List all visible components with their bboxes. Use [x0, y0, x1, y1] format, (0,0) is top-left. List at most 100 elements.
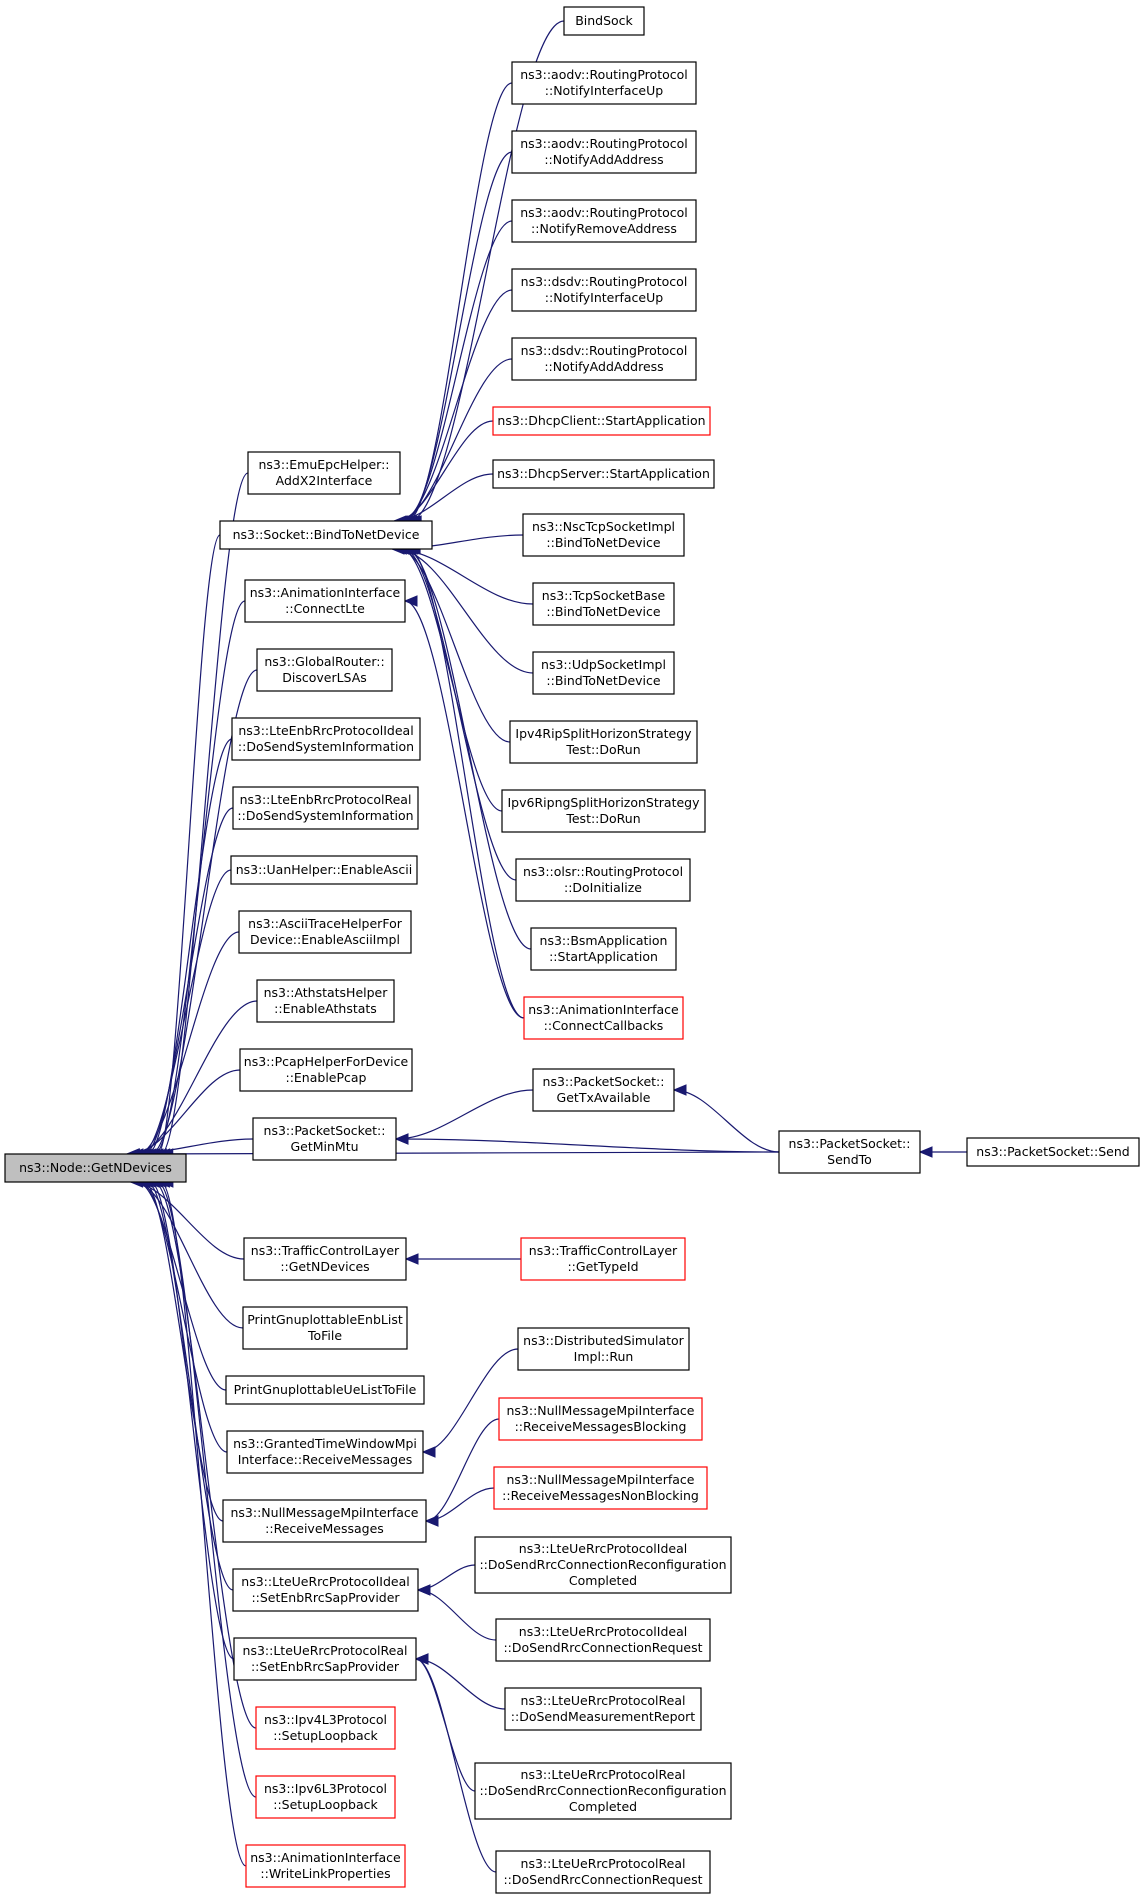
- node-ue_real_req[interactable]: ns3::LteUeRrcProtocolReal::DoSendRrcConn…: [495, 1850, 711, 1894]
- node-box[interactable]: [511, 61, 697, 105]
- node-bsm[interactable]: ns3::BsmApplication::StartApplication: [530, 927, 677, 971]
- node-anim_wlp[interactable]: ns3::AnimationInterface::WriteLinkProper…: [245, 1844, 406, 1888]
- node-bindsock[interactable]: BindSock: [563, 6, 645, 36]
- node-box[interactable]: [232, 1568, 419, 1612]
- node-box[interactable]: [515, 858, 691, 902]
- node-box[interactable]: [509, 720, 698, 764]
- node-box[interactable]: [511, 130, 697, 174]
- node-box[interactable]: [511, 337, 697, 381]
- node-grouter[interactable]: ns3::GlobalRouter::DiscoverLSAs: [256, 648, 393, 692]
- node-box[interactable]: [242, 1306, 408, 1350]
- node-box[interactable]: [492, 459, 715, 489]
- node-enb_ideal[interactable]: ns3::LteEnbRrcProtocolIdeal::DoSendSyste…: [231, 717, 421, 761]
- node-box[interactable]: [226, 1430, 424, 1474]
- node-box[interactable]: [230, 855, 418, 885]
- node-sock[interactable]: ns3::Socket::BindToNetDevice: [219, 520, 433, 550]
- node-box[interactable]: [256, 979, 395, 1023]
- node-box[interactable]: [247, 451, 401, 495]
- node-aodv_rem[interactable]: ns3::aodv::RoutingProtocol::NotifyRemove…: [511, 199, 697, 243]
- node-box[interactable]: [498, 1397, 703, 1441]
- node-ue_real_meas[interactable]: ns3::LteUeRrcProtocolReal::DoSendMeasure…: [504, 1687, 702, 1731]
- node-box[interactable]: [501, 789, 706, 833]
- node-box[interactable]: [495, 1850, 711, 1894]
- node-box[interactable]: [532, 651, 675, 695]
- node-box[interactable]: [520, 1237, 686, 1281]
- node-box[interactable]: [256, 648, 393, 692]
- node-anim_lte[interactable]: ns3::AnimationInterface::ConnectLte: [244, 579, 406, 623]
- node-box[interactable]: [532, 582, 675, 626]
- node-box[interactable]: [474, 1762, 732, 1820]
- node-box[interactable]: [252, 1117, 397, 1161]
- node-athstats[interactable]: ns3::AthstatsHelper::EnableAthstats: [256, 979, 395, 1023]
- node-ue_real_set[interactable]: ns3::LteUeRrcProtocolReal::SetEnbRrcSapP…: [233, 1637, 417, 1681]
- node-box[interactable]: [492, 406, 711, 436]
- node-box[interactable]: [511, 199, 697, 243]
- node-ue_ideal_reconf[interactable]: ns3::LteUeRrcProtocolIdeal::DoSendRrcCon…: [474, 1536, 732, 1594]
- node-pcap[interactable]: ns3::PcapHelperForDevice::EnablePcap: [239, 1048, 413, 1092]
- node-tcpbase[interactable]: ns3::TcpSocketBase::BindToNetDevice: [532, 582, 675, 626]
- node-uan[interactable]: ns3::UanHelper::EnableAscii: [230, 855, 418, 885]
- node-nullmsg[interactable]: ns3::NullMessageMpiInterface::ReceiveMes…: [222, 1499, 427, 1543]
- node-box[interactable]: [511, 268, 697, 312]
- node-ipv6l3[interactable]: ns3::Ipv6L3Protocol::SetupLoopback: [255, 1775, 396, 1819]
- node-root[interactable]: ns3::Node::GetNDevices: [4, 1153, 187, 1183]
- node-pkt_gettx[interactable]: ns3::PacketSocket::GetTxAvailable: [532, 1068, 675, 1112]
- node-dsdv_up[interactable]: ns3::dsdv::RoutingProtocol::NotifyInterf…: [511, 268, 697, 312]
- node-ue_ideal_req[interactable]: ns3::LteUeRrcProtocolIdeal::DoSendRrcCon…: [495, 1618, 711, 1662]
- node-box[interactable]: [232, 786, 419, 830]
- node-box[interactable]: [244, 579, 406, 623]
- node-box[interactable]: [523, 996, 684, 1040]
- node-box[interactable]: [522, 513, 685, 557]
- node-pkt_minmtu[interactable]: ns3::PacketSocket::GetMinMtu: [252, 1117, 397, 1161]
- node-box[interactable]: [504, 1687, 702, 1731]
- node-box[interactable]: [532, 1068, 675, 1112]
- node-box[interactable]: [239, 1048, 413, 1092]
- node-box[interactable]: [243, 1237, 407, 1281]
- node-box[interactable]: [255, 1775, 396, 1819]
- node-granted[interactable]: ns3::GrantedTimeWindowMpiInterface::Rece…: [226, 1430, 424, 1474]
- node-ue_ideal_set[interactable]: ns3::LteUeRrcProtocolIdeal::SetEnbRrcSap…: [232, 1568, 419, 1612]
- node-ascii[interactable]: ns3::AsciiTraceHelperForDevice::EnableAs…: [238, 910, 412, 954]
- node-box[interactable]: [219, 520, 433, 550]
- node-emu[interactable]: ns3::EmuEpcHelper::AddX2Interface: [247, 451, 401, 495]
- node-print_ue[interactable]: PrintGnuplottableUeListToFile: [225, 1375, 425, 1405]
- node-box[interactable]: [231, 717, 421, 761]
- node-olsr[interactable]: ns3::olsr::RoutingProtocol::DoInitialize: [515, 858, 691, 902]
- node-box[interactable]: [4, 1153, 187, 1183]
- node-aodv_up[interactable]: ns3::aodv::RoutingProtocol::NotifyInterf…: [511, 61, 697, 105]
- node-udp[interactable]: ns3::UdpSocketImpl::BindToNetDevice: [532, 651, 675, 695]
- node-box[interactable]: [474, 1536, 732, 1594]
- node-dsdv_add[interactable]: ns3::dsdv::RoutingProtocol::NotifyAddAdd…: [511, 337, 697, 381]
- node-tcl_getn[interactable]: ns3::TrafficControlLayer::GetNDevices: [243, 1237, 407, 1281]
- node-null_block[interactable]: ns3::NullMessageMpiInterface::ReceiveMes…: [498, 1397, 703, 1441]
- node-anim_cb[interactable]: ns3::AnimationInterface::ConnectCallback…: [523, 996, 684, 1040]
- node-ue_real_reconf[interactable]: ns3::LteUeRrcProtocolReal::DoSendRrcConn…: [474, 1762, 732, 1820]
- node-aodv_add[interactable]: ns3::aodv::RoutingProtocol::NotifyAddAdd…: [511, 130, 697, 174]
- node-box[interactable]: [233, 1637, 417, 1681]
- node-tcl_typeid[interactable]: ns3::TrafficControlLayer::GetTypeId: [520, 1237, 686, 1281]
- node-box[interactable]: [222, 1499, 427, 1543]
- node-box[interactable]: [238, 910, 412, 954]
- node-pkt_send[interactable]: ns3::PacketSocket::Send: [966, 1137, 1140, 1167]
- node-enb_real[interactable]: ns3::LteEnbRrcProtocolReal::DoSendSystem…: [232, 786, 419, 830]
- node-box[interactable]: [225, 1375, 425, 1405]
- node-box[interactable]: [778, 1130, 921, 1174]
- node-box[interactable]: [493, 1466, 708, 1510]
- node-pkt_sendto[interactable]: ns3::PacketSocket::SendTo: [778, 1130, 921, 1174]
- node-box[interactable]: [530, 927, 677, 971]
- node-box[interactable]: [966, 1137, 1140, 1167]
- node-dhcps[interactable]: ns3::DhcpServer::StartApplication: [492, 459, 715, 489]
- node-box[interactable]: [245, 1844, 406, 1888]
- node-box[interactable]: [563, 6, 645, 36]
- node-nsc[interactable]: ns3::NscTcpSocketImpl::BindToNetDevice: [522, 513, 685, 557]
- node-ipv4l3[interactable]: ns3::Ipv4L3Protocol::SetupLoopback: [255, 1706, 396, 1750]
- node-null_nonblock[interactable]: ns3::NullMessageMpiInterface::ReceiveMes…: [493, 1466, 708, 1510]
- node-box[interactable]: [255, 1706, 396, 1750]
- node-box[interactable]: [495, 1618, 711, 1662]
- node-dhcpc[interactable]: ns3::DhcpClient::StartApplication: [492, 406, 711, 436]
- node-box[interactable]: [517, 1327, 690, 1371]
